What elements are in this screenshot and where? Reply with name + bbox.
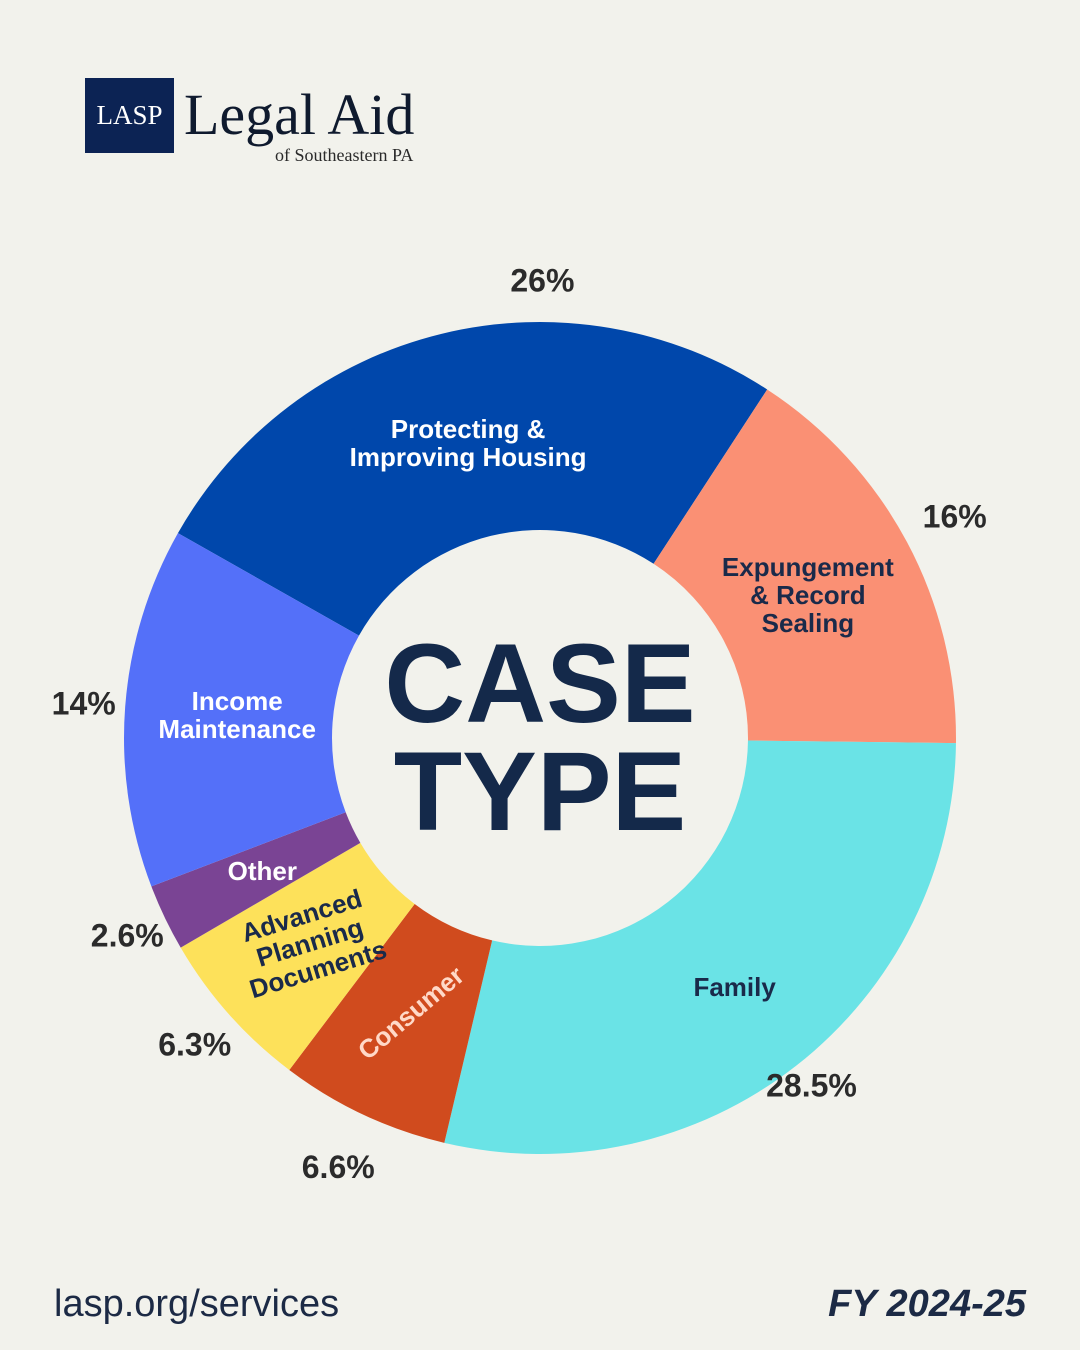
- percent-label-advanced-planning-documents: 6.3%: [158, 1027, 231, 1063]
- logo-mark: LASP: [85, 78, 174, 153]
- percent-label-consumer: 6.6%: [302, 1149, 375, 1185]
- percent-label-expungement-record-sealing: 16%: [923, 499, 987, 535]
- labels-layer: Protecting &Improving Housing 26% Expungem…: [52, 262, 987, 1185]
- slice-protecting-improving-housing: [177, 321, 768, 636]
- center-title-line: TYPE: [394, 729, 687, 854]
- slice-label-family: Family: [693, 972, 776, 1002]
- slice-label-protecting-improving-housing: Protecting &Improving Housing: [350, 414, 587, 472]
- footer-url[interactable]: lasp.org/services: [54, 1283, 340, 1325]
- slice-family: [444, 740, 956, 1155]
- logo-name: Legal Aid: [184, 82, 415, 147]
- slice-label-other: Other: [228, 856, 297, 886]
- slice-advanced-planning-documents: [180, 842, 415, 1070]
- percent-label-other: 2.6%: [91, 918, 164, 954]
- percent-label-protecting-improving-housing: 26%: [510, 262, 574, 298]
- center-title-line: CASE: [384, 621, 695, 746]
- percent-label-income-maintenance: 14%: [52, 686, 116, 722]
- slice-consumer: [289, 903, 493, 1143]
- slice-other: [151, 812, 361, 948]
- logo-subtitle: of Southeastern PA: [275, 145, 414, 165]
- slice-expungement-record-sealing: [653, 389, 956, 744]
- fiscal-year: FY 2024-25: [828, 1283, 1026, 1325]
- slices-layer: [123, 321, 956, 1155]
- percent-label-family: 28.5%: [766, 1067, 857, 1103]
- slice-income-maintenance: [123, 533, 359, 887]
